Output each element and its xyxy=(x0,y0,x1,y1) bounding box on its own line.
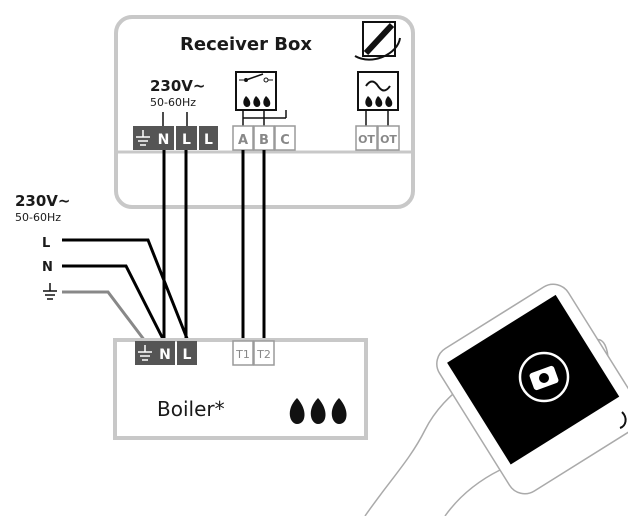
wire-ground-supply xyxy=(62,290,147,342)
ground-icon xyxy=(136,130,150,146)
ground-icon xyxy=(138,345,152,361)
flame-icon xyxy=(243,96,271,107)
supply-ground-icon xyxy=(43,283,57,300)
wire-n-supply xyxy=(62,264,166,342)
supply-n-label: N xyxy=(42,260,53,275)
boiler-terminal-t2: T2 xyxy=(256,348,271,361)
phone-camera-icon xyxy=(518,351,570,403)
wire-l-supply xyxy=(62,238,190,342)
receiver-terminal-l1: L xyxy=(182,132,191,148)
boiler-terminal-l: L xyxy=(183,347,192,363)
receiver-terminal-b: B xyxy=(259,133,269,148)
receiver-ground-terminal xyxy=(133,126,153,150)
logo-icon xyxy=(354,21,401,61)
receiver-voltage: 230V~ xyxy=(150,77,206,95)
supply-frequency: 50-60Hz xyxy=(15,211,61,224)
boiler-terminal-t1: T1 xyxy=(235,348,250,361)
receiver-terminal-a: A xyxy=(238,133,248,148)
receiver-terminal-ot2: OT xyxy=(380,133,397,146)
receiver-box-title: Receiver Box xyxy=(180,34,312,55)
boiler-flame-icon xyxy=(289,398,347,424)
supply-l-label: L xyxy=(42,236,50,251)
receiver-terminal-ot1: OT xyxy=(358,133,375,146)
wiring xyxy=(62,150,266,342)
receiver-terminal-l2: L xyxy=(204,132,213,148)
receiver-frequency: 50-60Hz xyxy=(150,96,196,109)
opentherm-icon xyxy=(357,71,399,111)
supply-voltage: 230V~ xyxy=(15,192,71,210)
receiver-terminal-c: C xyxy=(280,133,290,148)
receiver-terminal-n: N xyxy=(158,132,170,148)
boiler-terminal-n: N xyxy=(159,347,171,363)
hand-edge-mark xyxy=(619,411,627,429)
boiler-title: Boiler* xyxy=(157,397,225,421)
boiler-ground-terminal xyxy=(135,341,155,365)
